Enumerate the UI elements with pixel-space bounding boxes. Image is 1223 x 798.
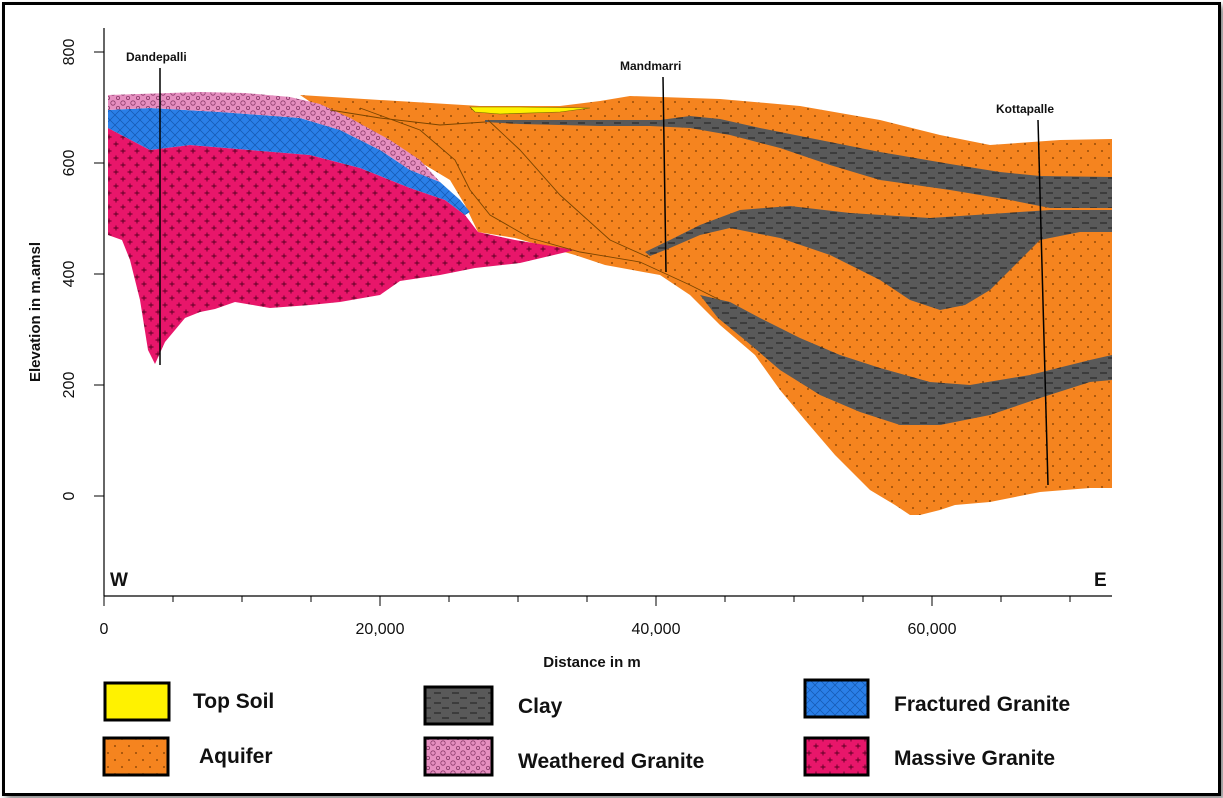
y-tick-label: 800 <box>61 39 78 66</box>
clay-layer-middle <box>645 206 1112 310</box>
top-soil-layer <box>469 106 591 115</box>
legend-swatch-massive-granite <box>803 736 870 777</box>
fractured-granite-layer <box>108 108 470 215</box>
legend-label-massive-granite: Massive Granite <box>894 747 1055 770</box>
legend-swatch-fractured-granite <box>803 678 870 719</box>
y-tick-label: 200 <box>61 372 78 399</box>
legend-label-clay: Clay <box>518 695 563 718</box>
clay-layer-lower <box>700 295 1112 425</box>
legend-label-top-soil: Top Soil <box>193 690 274 713</box>
well-line-kottapalle <box>1037 119 1049 486</box>
legend-swatch-clay <box>423 685 494 726</box>
well-line-mandmarri <box>662 76 667 273</box>
massive-granite-layer <box>108 128 575 364</box>
legend-label-fractured-granite: Fractured Granite <box>894 693 1070 716</box>
y-tick-label: 0 <box>61 491 78 500</box>
legend-swatch-weathered-granite <box>423 736 494 777</box>
x-tick-label: 0 <box>100 621 109 638</box>
well-label-kottapalle: Kottapalle <box>996 102 1054 116</box>
well-lines <box>159 68 1049 486</box>
well-label-mandmarri: Mandmarri <box>620 59 681 73</box>
axes <box>94 28 1112 606</box>
legend-swatch-aquifer <box>102 736 170 777</box>
legend-label-weathered-granite: Weathered Granite <box>518 750 704 773</box>
geologic-section <box>108 92 1112 515</box>
east-label: E <box>1094 570 1107 591</box>
x-axis-title: Distance in m <box>543 654 641 671</box>
x-tick-label: 20,000 <box>356 621 405 638</box>
west-label: W <box>110 570 128 591</box>
y-axis-title: Elevation in m.amsl <box>27 242 44 382</box>
legend: Top Soil Clay Fractured Granite Aquifer … <box>102 678 1070 777</box>
x-tick-label: 40,000 <box>632 621 681 638</box>
clay-layer-upper <box>485 116 1112 208</box>
aquifer-layer <box>300 95 1112 515</box>
y-tick-label: 600 <box>61 150 78 177</box>
well-label-dandepalli: Dandepalli <box>126 50 187 64</box>
y-tick-label: 400 <box>61 261 78 288</box>
aquifer-boundary-line <box>329 107 721 301</box>
x-tick-label: 60,000 <box>908 621 957 638</box>
legend-label-aquifer: Aquifer <box>199 745 273 768</box>
weathered-granite-layer <box>108 92 440 182</box>
legend-swatch-top-soil <box>103 681 171 722</box>
